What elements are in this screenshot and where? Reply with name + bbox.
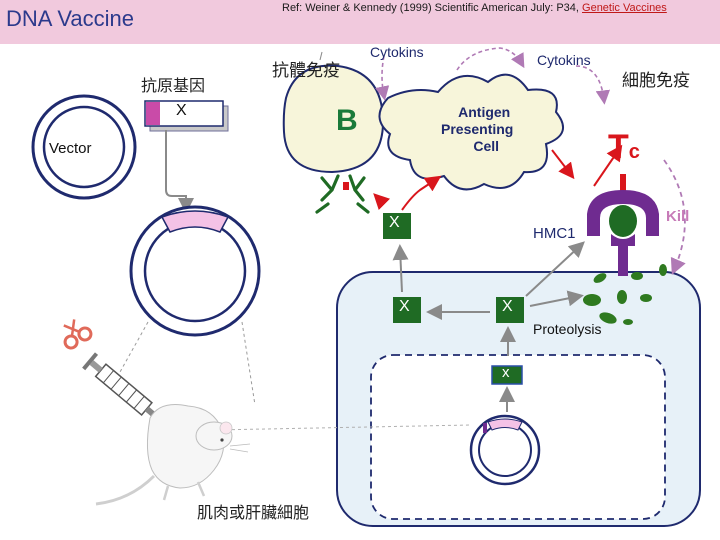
guide-line-bottom — [213, 424, 471, 431]
mhc-antigen-complex — [609, 205, 637, 237]
cytokins-right-label: Cytokins — [537, 52, 591, 68]
guide-line-left — [119, 321, 149, 373]
arrow-to-proteolysis — [529, 290, 584, 307]
arrow-to-surface — [392, 244, 409, 293]
header-band — [0, 0, 720, 44]
reference-text: Ref: Weiner & Kennedy (1999) Scientific … — [282, 2, 579, 14]
antigen-box-nucleus — [491, 365, 523, 385]
gene-x-label: X — [176, 102, 187, 119]
antigen-x-surface-label: X — [389, 214, 400, 231]
antibody-icon — [315, 174, 370, 214]
arrow-cytokins-left — [456, 47, 525, 71]
page-title: DNA Vaccine — [6, 6, 134, 31]
nucleus-plasmid-insert — [487, 418, 523, 431]
apc-label-line1: Antigen — [458, 104, 511, 120]
humoral-tick — [319, 51, 323, 61]
mouse-icon — [95, 404, 251, 506]
antigen-box-cyto-left — [393, 297, 421, 323]
apc-label-line3: Cell — [473, 138, 500, 154]
guide-line-right — [241, 321, 256, 406]
peptide-fragments — [583, 264, 667, 325]
scissors-icon — [63, 319, 93, 350]
antigen-gene-label: 抗原基因 — [141, 76, 206, 95]
insert-arrow — [165, 130, 194, 214]
proteolysis-label: Proteolysis — [533, 321, 602, 337]
tc-label: Tc — [608, 128, 640, 167]
antigen-fragment — [343, 182, 349, 190]
gene-pink-marker — [146, 102, 160, 125]
antigen-x-nucleus-label: x — [502, 364, 510, 381]
vector-label-backdrop — [62, 124, 106, 170]
vector-label: Vector — [49, 140, 92, 157]
syringe-icon — [82, 352, 168, 427]
receptor-base — [611, 234, 635, 246]
antigen-presenting-cell — [378, 73, 565, 191]
arrow-cytokins-to-b — [375, 55, 390, 101]
cellular-immunity-label: 細胞免疫 — [622, 71, 690, 91]
antigen-box-surface — [383, 213, 411, 239]
t-cell-receptor — [587, 190, 659, 236]
humoral-immunity-label: 抗體免疫 — [272, 61, 340, 81]
apc-label-line2: Presenting — [441, 121, 514, 137]
arrow-apc-to-tc — [551, 149, 575, 180]
b-cell-label: B — [336, 104, 358, 137]
arrow-antigen-to-apc — [401, 175, 442, 211]
antigen-x-cyto-left-label: X — [399, 298, 410, 315]
arrow-mhc-to-tc — [593, 144, 623, 187]
tc-label-main: T — [608, 128, 629, 166]
recombinant-plasmid-inner — [143, 219, 247, 323]
arrow-to-mhc — [525, 241, 585, 297]
antigen-x-cyto-right-label: X — [502, 298, 513, 315]
arrow-antigen-to-b — [373, 193, 391, 211]
b-cell — [282, 64, 385, 174]
reference-link[interactable]: Genetic Vaccines — [582, 2, 667, 14]
cytokins-left-label: Cytokins — [370, 44, 424, 60]
apc-label: Antigen Presenting Cell — [441, 104, 513, 155]
receptor-stalk — [618, 246, 628, 276]
muscle-liver-cell-label: 肌肉或肝臟細胞 — [197, 503, 310, 522]
recombinant-insert — [160, 210, 230, 233]
nucleus-plasmid-marker — [483, 423, 487, 433]
kill-label: Kill — [666, 208, 690, 225]
arrow-cytokins-right — [575, 65, 611, 105]
arrow-kill — [663, 159, 686, 275]
mhc1-label: HMC1 — [533, 225, 576, 242]
antigen-box-cyto-right — [496, 297, 524, 323]
reference-citation: Ref: Weiner & Kennedy (1999) Scientific … — [282, 2, 667, 14]
tc-stalk — [620, 174, 626, 194]
tc-label-sub: c — [628, 141, 640, 163]
